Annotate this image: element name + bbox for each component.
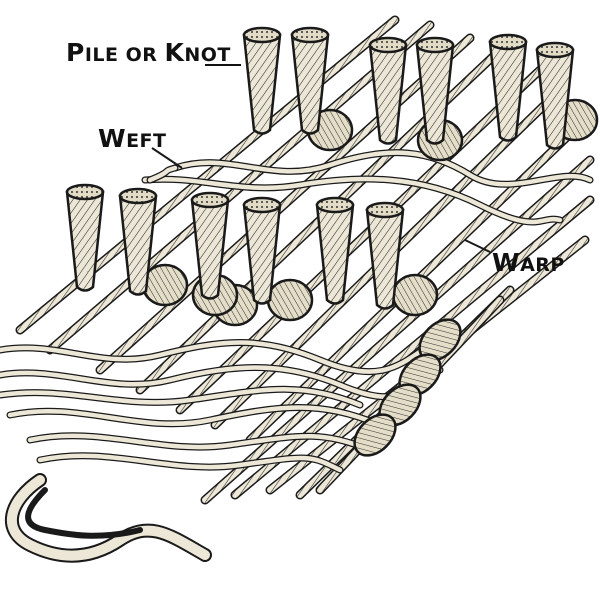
knot-loop bbox=[266, 278, 314, 322]
warp-label: WARP bbox=[492, 248, 565, 277]
pile-tuft-body bbox=[365, 208, 405, 310]
weft-thread-fill bbox=[0, 387, 363, 408]
pile-tuft-body bbox=[368, 43, 408, 145]
weft-thread-fill bbox=[142, 176, 563, 225]
selvedge-twist bbox=[353, 413, 397, 457]
weft-leader bbox=[151, 147, 183, 169]
pile-tuft-top bbox=[290, 26, 330, 44]
weft-thread-fill bbox=[172, 150, 593, 187]
weft-thread-fill bbox=[0, 340, 433, 374]
warp-thread-fill bbox=[202, 157, 593, 503]
pile-tuft-body bbox=[315, 203, 355, 305]
pile-tuft-top bbox=[415, 36, 455, 54]
pile-tuft-top bbox=[242, 196, 282, 214]
warp-leader bbox=[464, 239, 491, 253]
pile-tuft-top bbox=[315, 196, 355, 214]
fringe-cord bbox=[5, 318, 462, 563]
pile-tuft-top bbox=[365, 201, 405, 219]
pile-tuft-body bbox=[535, 48, 575, 150]
pile-tuft bbox=[242, 26, 282, 135]
weft-thread-fill bbox=[37, 453, 343, 473]
warp-thread-fill bbox=[97, 35, 473, 373]
pile-tuft-body bbox=[488, 40, 528, 142]
weft-threads bbox=[0, 147, 594, 474]
pile-tuft-top bbox=[368, 36, 408, 54]
pile-tuft bbox=[488, 33, 528, 142]
pile-tuft-top bbox=[535, 41, 575, 59]
pile-tuft bbox=[415, 36, 455, 145]
pile-tuft-body bbox=[242, 203, 282, 305]
pile-tuft bbox=[65, 183, 105, 292]
pile-tuft-body bbox=[242, 33, 282, 135]
warp-thread-fill bbox=[177, 67, 543, 413]
pile-tuft-top bbox=[488, 33, 528, 51]
pile-tuft bbox=[242, 196, 282, 305]
pile-tuft-top bbox=[65, 183, 105, 201]
pile-tuft bbox=[365, 201, 405, 310]
knot-loop bbox=[391, 273, 439, 317]
pile-tuft bbox=[118, 187, 158, 296]
pile-tuft-body bbox=[65, 190, 105, 292]
fringe-cord-inner bbox=[25, 487, 143, 539]
knot-loop bbox=[141, 263, 189, 307]
weft-label: WEFT bbox=[98, 124, 167, 153]
weft-thread-fill bbox=[147, 165, 178, 183]
pile-tuft-body bbox=[118, 194, 158, 296]
pile-tuft-body bbox=[190, 198, 230, 300]
pile-tuft-body bbox=[290, 33, 330, 135]
pile-tuft-body bbox=[415, 43, 455, 145]
pile-tuft bbox=[368, 36, 408, 145]
pile-or-knot-label: PILE OR KNOT bbox=[66, 38, 231, 67]
pile-tuft-top bbox=[190, 191, 230, 209]
weft-thread-fill bbox=[27, 433, 373, 453]
pile-tuft bbox=[290, 26, 330, 135]
pile-tuft bbox=[315, 196, 355, 305]
pile-tuft-top bbox=[242, 26, 282, 44]
fringe-cord-fill bbox=[7, 475, 210, 561]
pile-tuft-top bbox=[118, 187, 158, 205]
pile-tuft bbox=[190, 191, 230, 300]
pile-tuft bbox=[535, 41, 575, 150]
pile-tufts bbox=[65, 26, 575, 310]
weft-thread-fill bbox=[7, 405, 383, 428]
warp-thread-fill bbox=[232, 197, 593, 498]
pile-or-knot-leader bbox=[205, 64, 241, 66]
